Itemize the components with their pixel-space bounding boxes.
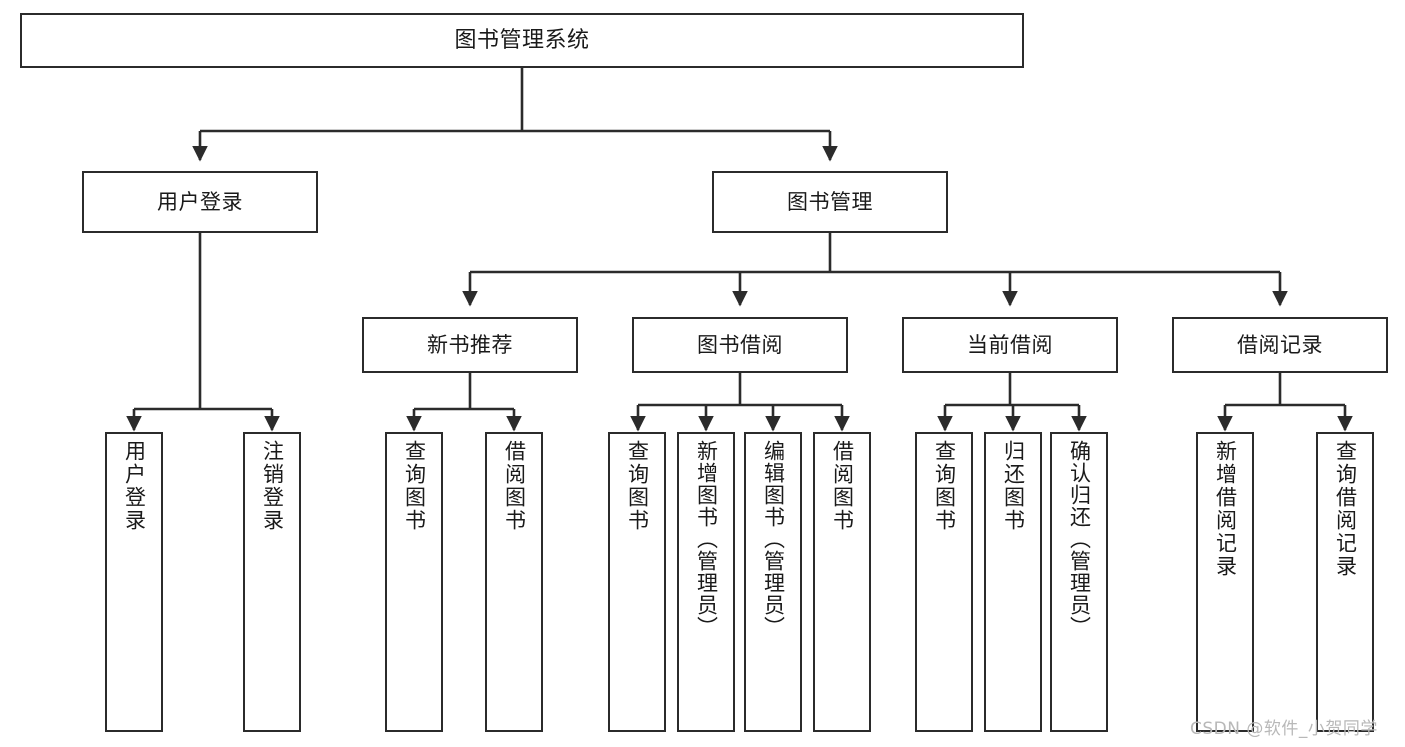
node-label: 编辑图书（管理员） [761, 440, 786, 638]
node-label: 图书管理系统 [454, 27, 590, 53]
node-new-book-recommendation[interactable]: 新书推荐 [362, 317, 578, 373]
node-label: 借阅图书 [830, 440, 855, 532]
node-label: 用户登录 [122, 440, 147, 532]
node-label: 用户登录 [157, 189, 243, 214]
node-label: 查询图书 [932, 440, 957, 532]
node-label: 借阅图书 [502, 440, 527, 532]
leaf-query-book-current[interactable]: 查询图书 [915, 432, 973, 732]
node-label: 新增借阅记录 [1213, 440, 1238, 578]
node-book-management[interactable]: 图书管理 [712, 171, 948, 233]
node-label: 查询借阅记录 [1333, 440, 1358, 578]
leaf-borrow-book-recommendation[interactable]: 借阅图书 [485, 432, 543, 732]
node-label: 新书推荐 [427, 332, 513, 357]
leaf-borrow-book-borrowing[interactable]: 借阅图书 [813, 432, 871, 732]
node-label: 图书管理 [787, 189, 873, 214]
leaf-query-borrowing-record[interactable]: 查询借阅记录 [1316, 432, 1374, 732]
leaf-logout-login[interactable]: 注销登录 [243, 432, 301, 732]
node-root-book-management-system[interactable]: 图书管理系统 [20, 13, 1024, 68]
leaf-edit-book-admin[interactable]: 编辑图书（管理员） [744, 432, 802, 732]
node-label: 归还图书 [1001, 440, 1026, 532]
node-current-borrowing[interactable]: 当前借阅 [902, 317, 1118, 373]
leaf-add-borrowing-record[interactable]: 新增借阅记录 [1196, 432, 1254, 732]
node-book-borrowing[interactable]: 图书借阅 [632, 317, 848, 373]
leaf-confirm-return-admin[interactable]: 确认归还（管理员） [1050, 432, 1108, 732]
leaf-return-book[interactable]: 归还图书 [984, 432, 1042, 732]
node-label: 新增图书（管理员） [694, 440, 719, 638]
node-user-login[interactable]: 用户登录 [82, 171, 318, 233]
leaf-query-book-borrowing[interactable]: 查询图书 [608, 432, 666, 732]
leaf-query-book-recommendation[interactable]: 查询图书 [385, 432, 443, 732]
node-label: 注销登录 [260, 440, 285, 532]
node-label: 查询图书 [402, 440, 427, 532]
node-label: 当前借阅 [967, 332, 1053, 357]
leaf-add-book-admin[interactable]: 新增图书（管理员） [677, 432, 735, 732]
csdn-watermark: CSDN @软件_小贺同学 [1190, 719, 1378, 739]
node-label: 图书借阅 [697, 332, 783, 357]
node-label: 查询图书 [625, 440, 650, 532]
node-label: 确认归还（管理员） [1067, 440, 1092, 638]
node-label: 借阅记录 [1237, 332, 1323, 357]
node-borrowing-record[interactable]: 借阅记录 [1172, 317, 1388, 373]
leaf-user-login[interactable]: 用户登录 [105, 432, 163, 732]
